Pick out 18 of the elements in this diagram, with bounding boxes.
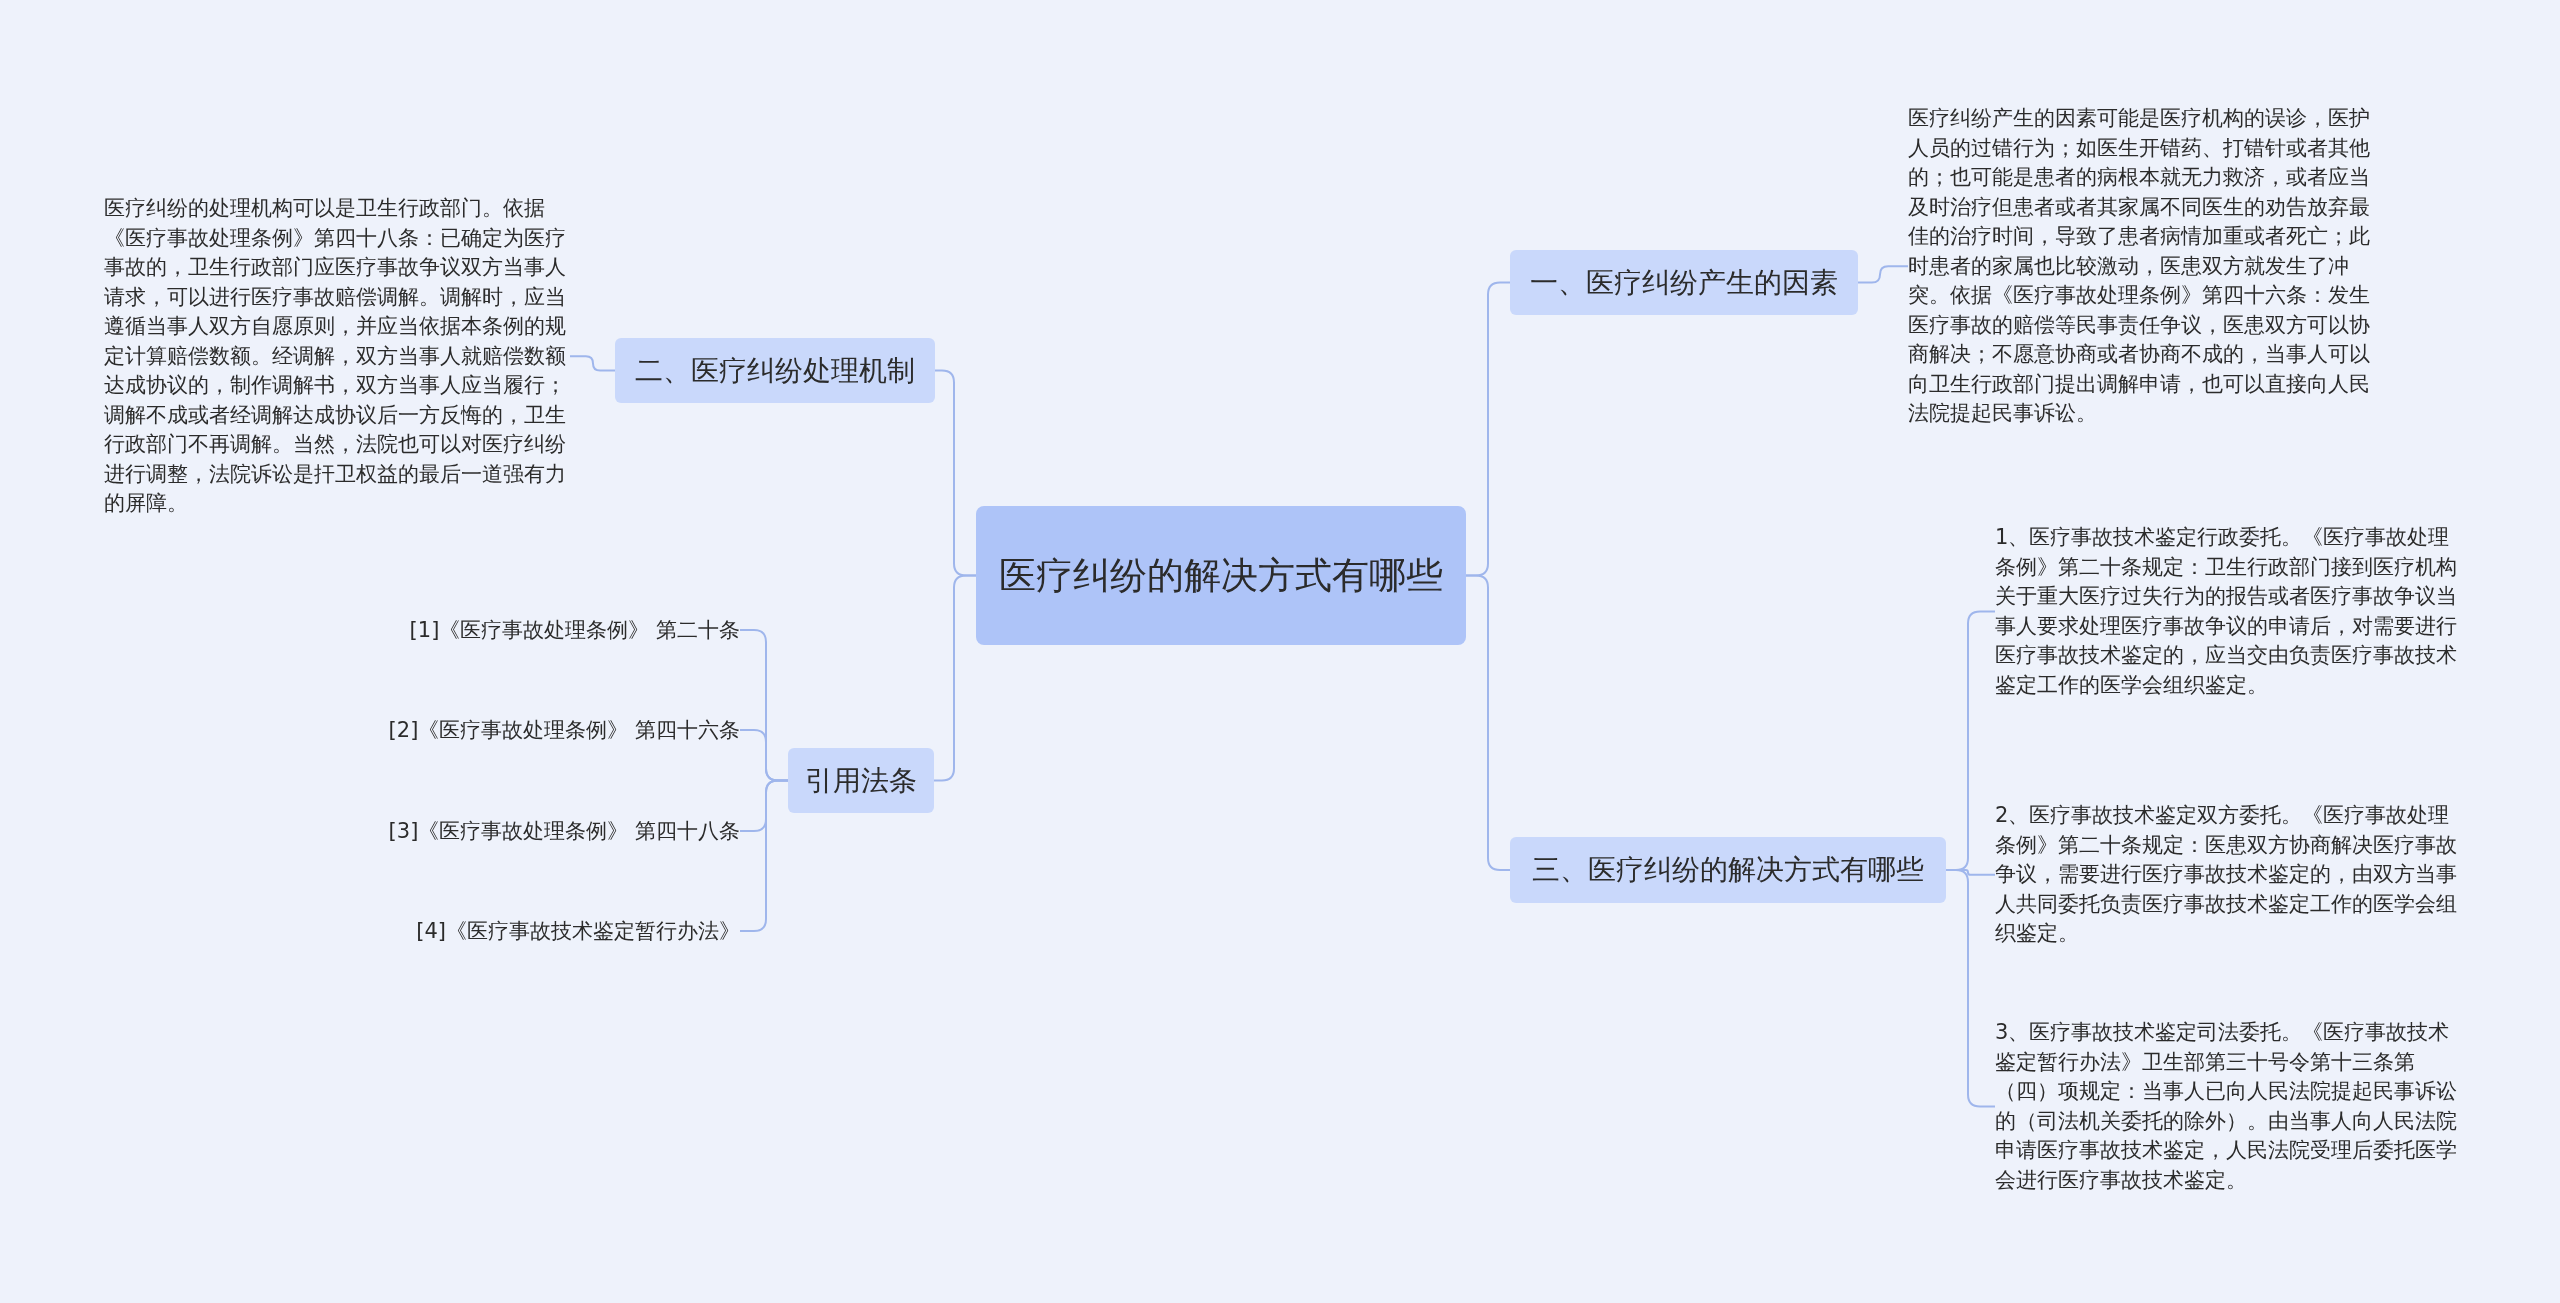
topic-box: 二、医疗纠纷处理机制 xyxy=(615,338,935,403)
connector-line xyxy=(569,355,616,372)
connector-line xyxy=(1465,574,1511,871)
note-text: 1、医疗事故技术鉴定行政委托。《医疗事故处理条例》第二十条规定：卫生行政部门接到医疗机构关于重大医疗过失行为的报告或者医疗事故争议当事人要求处理医疗事故争议的申请后，对需要进行医疗事故技术鉴定的，应当交由负责医疗事故技术鉴定工作的医学会组织鉴定。 xyxy=(1995,523,2461,700)
connector-line xyxy=(933,574,977,782)
reference-text: [1]《医疗事故处理条例》 第二十条 xyxy=(330,615,740,645)
note-text: 2、医疗事故技术鉴定双方委托。《医疗事故处理条例》第二十条规定：医患双方协商解决医疗事故争议，需要进行医疗事故技术鉴定的，由双方当事人共同委托负责医疗事故技术鉴定工作的医学会组织鉴定。 xyxy=(1995,801,2461,949)
note-text: 医疗纠纷产生的因素可能是医疗机构的误诊，医护人员的过错行为；如医生开错药、打错针或者其他的；也可能是患者的病根本就无力救济，或者应当及时治疗但患者或者其家属不同医生的劝告放弃最佳的治疗时间，导致了患者病情加重或者死亡；此时患者的家属也比较激动，医患双方就发生了冲突。依据《医疗事故处理条例》第四十六条：发生医疗事故的赔偿等民事责任争议，医患双方可以协商解决；不愿意协商或者协商不成的，当事人可以向卫生行政部门提出调解申请，也可以直接向人民法院提起民事诉讼。 xyxy=(1908,104,2378,429)
reference-text: [4]《医疗事故技术鉴定暂行办法》 xyxy=(330,916,740,946)
central-topic-box: 医疗纠纷的解决方式有哪些 xyxy=(976,506,1466,645)
topic-box: 三、医疗纠纷的解决方式有哪些 xyxy=(1510,837,1946,903)
connector-line xyxy=(1857,265,1909,284)
topic-box: 引用法条 xyxy=(788,748,934,813)
reference-text: [2]《医疗事故处理条例》 第四十六条 xyxy=(330,715,740,745)
note-text: 医疗纠纷的处理机构可以是卫生行政部门。依据《医疗事故处理条例》第四十八条：已确定为医疗事故的，卫生行政部门应医疗事故争议双方当事人请求，可以进行医疗事故赔偿调解。调解时，应当遵循当事人双方自愿原则，并应当依据本条例的规定计算赔偿数额。经调解，双方当事人就赔偿数额达成协议的，制作调解书，双方当事人应当履行；调解不成或者经调解达成协议后一方反悔的，卫生行政部门不再调解。当然，法院也可以对医疗纠纷进行调整，法院诉讼是扞卫权益的最后一道强有力的屏障。 xyxy=(104,194,570,519)
topic-box: 一、医疗纠纷产生的因素 xyxy=(1510,250,1858,315)
reference-text: [3]《医疗事故处理条例》 第四十八条 xyxy=(330,816,740,846)
note-text: 3、医疗事故技术鉴定司法委托。《医疗事故技术鉴定暂行办法》卫生部第三十号令第十三条第（四）项规定：当事人已向人民法院提起民事诉讼的（司法机关委托的除外）。由当事人向人民法院申请医疗事故技术鉴定，人民法院受理后委托医学会进行医疗事故技术鉴定。 xyxy=(1995,1018,2461,1195)
